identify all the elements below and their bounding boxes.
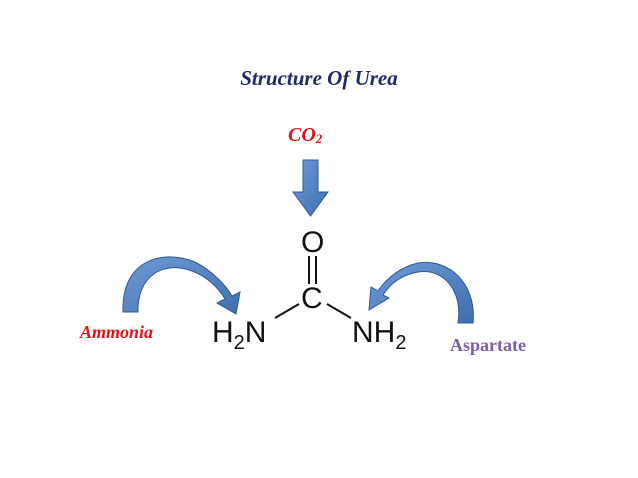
page-title: Structure Of Urea [240, 66, 398, 90]
right-subscript: 2 [395, 332, 406, 354]
left-subscript: 2 [234, 332, 245, 354]
bond-left [274, 303, 300, 319]
down-arrow-icon [292, 159, 329, 217]
left-h: H [212, 316, 234, 349]
bond-right [326, 303, 352, 319]
left-amine-group: H2N [212, 316, 266, 354]
oxygen-atom: O [301, 226, 324, 259]
aspartate-label: Aspartate [450, 335, 526, 355]
left-n: N [245, 316, 267, 349]
right-nh: NH [352, 316, 395, 349]
curved-arrow-left-icon [122, 256, 241, 315]
carbon-atom: C [301, 282, 323, 315]
curved-arrow-right-icon [368, 261, 474, 324]
ammonia-label: Ammonia [80, 322, 154, 342]
co2-subscript: 2 [315, 131, 323, 146]
co2-main-text: CO [288, 124, 316, 146]
right-amine-group: NH2 [352, 316, 406, 354]
co2-label: CO2 [288, 124, 322, 147]
